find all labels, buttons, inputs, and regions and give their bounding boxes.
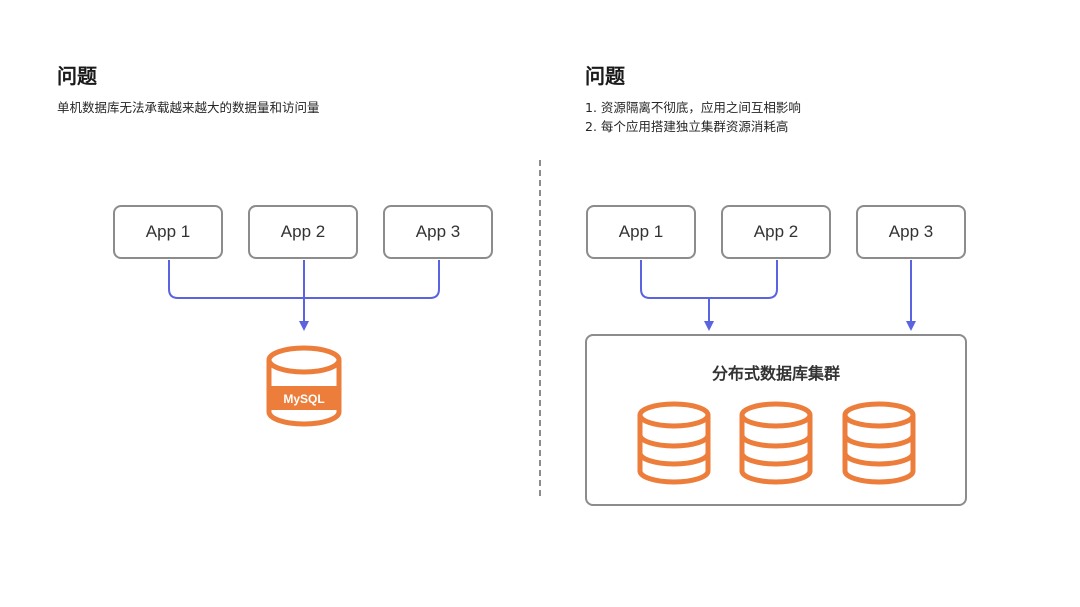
mysql-database-icon: MySQL	[266, 345, 342, 427]
cluster-db-icon-3	[842, 401, 916, 485]
cluster-title: 分布式数据库集群	[711, 364, 840, 383]
mysql-label: MySQL	[283, 392, 324, 406]
left-app-1-box: App 1	[113, 205, 223, 259]
left-title: 问题	[57, 64, 97, 88]
right-connectors	[640, 260, 916, 331]
right-app-3-box: App 3	[856, 205, 966, 259]
left-app-3-box: App 3	[383, 205, 493, 259]
right-app-2-box: App 2	[721, 205, 831, 259]
right-title: 问题	[585, 64, 625, 88]
panel-divider	[539, 160, 541, 496]
right-points: 1. 资源隔离不彻底，应用之间互相影响 2. 每个应用搭建独立集群资源消耗高	[585, 98, 801, 136]
right-point-1: 1. 资源隔离不彻底，应用之间互相影响	[585, 100, 801, 115]
left-connectors	[168, 260, 440, 331]
right-point-2: 2. 每个应用搭建独立集群资源消耗高	[585, 119, 789, 134]
right-app-1-box: App 1	[586, 205, 696, 259]
cluster-db-icon-1	[637, 401, 711, 485]
cluster-db-icon-2	[739, 401, 813, 485]
left-description: 单机数据库无法承载越来越大的数据量和访问量	[57, 100, 320, 115]
left-app-2-box: App 2	[248, 205, 358, 259]
right-connector-app1-app2	[640, 260, 778, 299]
